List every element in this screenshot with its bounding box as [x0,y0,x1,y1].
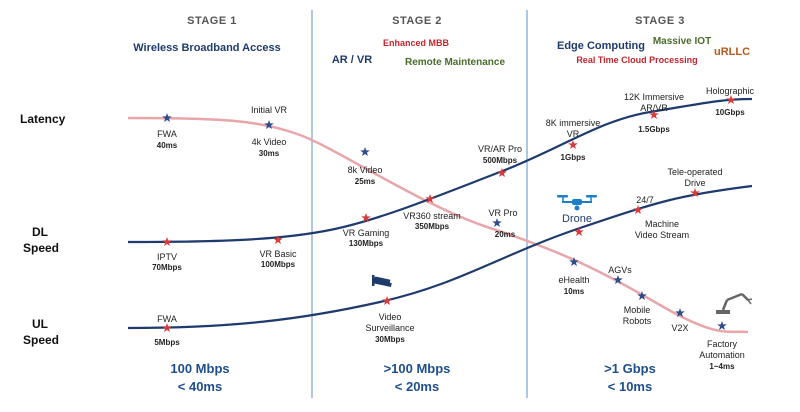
row-label-ul-line2: Speed [23,333,59,347]
label-mobile-robots-line1: Mobile [624,305,651,315]
label-iptv-value: 70Mbps [152,263,182,272]
label-video-surv-line1: Video [379,312,402,322]
label-agvs-name: AGVs [608,265,632,275]
row-label-dl-line2: Speed [23,241,59,255]
label-vr-ar-pro-value: 500Mbps [483,156,518,165]
robot-arm-icon [716,292,753,314]
label-drone-name: Drone [562,213,592,225]
label-12k-immersive-line1: 12K Immersive [624,92,684,102]
label-factory-line1: Factory [707,339,738,349]
stage-1-latency: < 40ms [178,379,222,394]
label-8k-video-name: 8k Video [348,165,383,175]
label-12k-immersive-line2: AR/VR [640,103,668,113]
row-label-dl-line1: DL [32,225,48,239]
ul-speed-curve [127,184,753,330]
label-vr-ar-pro-name: VR/AR Pro [478,144,522,154]
dl-speed-curve [127,97,753,244]
latency-curve [127,116,749,334]
label-8k-immersive-value: 1Gbps [561,153,586,162]
label-4k-video-value: 30ms [259,149,280,158]
label-factory-line2: Automation [699,350,745,360]
cctv-camera-icon [372,275,392,287]
service-urllc: uRLLC [714,46,750,58]
label-tele-drive-line1: Tele-operated [667,167,722,177]
stage-2-speed: >100 Mbps [384,361,451,376]
label-12k-immersive-value: 1.5Gbps [638,125,670,134]
service-remote-maintenance: Remote Maintenance [405,57,505,68]
service-real-time-cloud: Real Time Cloud Processing [576,55,697,65]
label-holographic-value: 10Gbps [715,108,745,117]
service-wireless-broadband: Wireless Broadband Access [133,42,280,54]
label-machine-video-line1: 24/7 [636,195,654,205]
stage-1-speed: 100 Mbps [170,361,229,376]
star-factory-automation [717,321,727,330]
label-fwa-latency-value: 40ms [157,141,178,150]
service-ar-vr: AR / VR [332,54,372,66]
label-vr-basic-value: 100Mbps [261,260,296,269]
stage-2-title: STAGE 2 [392,15,442,27]
stage-3-speed: >1 Gbps [604,361,656,376]
label-vr-pro-name: VR Pro [488,208,517,218]
star-vr-pro [492,218,502,227]
label-ehealth-value: 10ms [564,287,585,296]
stage-3-latency: < 10ms [608,379,652,394]
label-fwa-ul-name: FWA [157,314,177,324]
label-vr-gaming-name: VR Gaming [343,228,390,238]
row-label-ul-line1: UL [32,317,48,331]
label-fwa-latency-name: FWA [157,129,177,139]
label-machine-video-line3: Video Stream [635,230,689,240]
label-vr-gaming-value: 130Mbps [349,239,384,248]
label-v2x-name: V2X [671,323,688,333]
label-vr-basic-name: VR Basic [259,249,297,259]
label-8k-immersive-line2: VR [567,129,580,139]
label-factory-value: 1~4ms [709,362,735,371]
row-label-latency: Latency [20,112,66,126]
label-tele-drive-line2: Drive [684,178,705,188]
label-4k-video-name: 4k Video [252,137,287,147]
label-video-surv-value: 30Mbps [375,335,405,344]
label-vr360-value: 350Mbps [415,222,450,231]
stage-3-title: STAGE 3 [635,15,685,27]
drone-icon [557,195,597,211]
stage-2-latency: < 20ms [395,379,439,394]
service-massive-iot: Massive IOT [653,36,711,47]
label-vr360-name: VR360 stream [403,211,461,221]
label-machine-video-line2: Machine [645,219,679,229]
label-ehealth-name: eHealth [558,275,589,285]
star-8k-video [360,147,370,156]
label-vr-pro-value: 20ms [495,230,516,239]
service-edge-computing: Edge Computing [557,40,645,52]
label-8k-immersive-line1: 8K immersive [546,118,601,128]
label-mobile-robots-line2: Robots [623,316,652,326]
label-holographic-name: Holographic [706,86,755,96]
service-enhanced-mbb: Enhanced MBB [383,38,450,48]
label-iptv-name: IPTV [157,252,177,262]
label-initial-vr-name: Initial VR [251,105,288,115]
label-8k-video-value: 25ms [355,177,376,186]
label-fwa-ul-value: 5Mbps [154,338,180,347]
stage-1-title: STAGE 1 [187,15,237,27]
label-video-surv-line2: Surveillance [365,323,414,333]
